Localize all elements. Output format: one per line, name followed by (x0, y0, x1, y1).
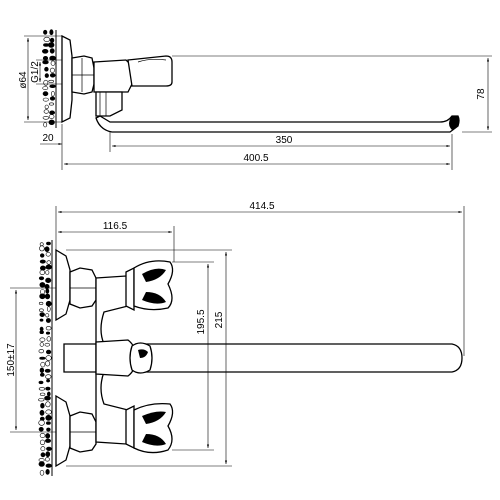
dim-diameter-64: ø64 (18, 35, 62, 123)
dim-center-150: 150±17 (6, 287, 56, 433)
spout-front (135, 343, 463, 373)
spout-hub-top (95, 91, 123, 117)
dim-label-total-reach: 400.5 (243, 153, 268, 164)
dim-total-400-5: 400.5 (61, 148, 450, 170)
dim-spout-350: 350 (109, 132, 453, 170)
front-view: 414.5 116.5 150±17 195.5 215 (6, 201, 465, 476)
dim-label-height: 78 (476, 88, 487, 100)
spout-knob-front (129, 342, 153, 374)
wall-hatch-top (41, 29, 57, 128)
dim-label-center-distance: 150±17 (6, 343, 17, 377)
dim-label-handle-offset: 116.5 (103, 221, 128, 232)
dim-label-total-height: 215 (214, 311, 225, 328)
dim-label-inner-height: 195.5 (196, 309, 207, 334)
mixer-body-top (93, 59, 133, 93)
dim-label-wall-offset: 20 (42, 133, 54, 144)
spout-hub-front (63, 343, 97, 373)
dim-thread: G1/2 (30, 59, 62, 85)
cartridge-lower (125, 404, 135, 450)
spout-top (95, 115, 460, 133)
dim-wall-offset-20: 20 (40, 124, 63, 148)
wall-hatch-front (38, 240, 53, 476)
dim-height-195-5: 195.5 (172, 261, 214, 451)
dim-width-414-5: 414.5 (55, 201, 465, 356)
wall-flange-lower (55, 394, 71, 468)
dim-height-215: 215 (66, 249, 232, 467)
dim-handle-116-5: 116.5 (58, 221, 175, 262)
dim-label-thread: G1/2 (30, 61, 41, 83)
cartridge-upper (125, 266, 135, 312)
dim-label-total-width: 414.5 (249, 201, 274, 212)
side-view: ø64 G1/2 78 20 350 (18, 29, 492, 170)
wall-flange-top (61, 34, 73, 124)
dim-label-spout-reach: 350 (276, 135, 293, 146)
dim-height-78: 78 (172, 55, 492, 133)
handle-top (127, 55, 173, 87)
dim-label-diameter: ø64 (18, 71, 29, 89)
wall-flange-upper (55, 248, 71, 322)
